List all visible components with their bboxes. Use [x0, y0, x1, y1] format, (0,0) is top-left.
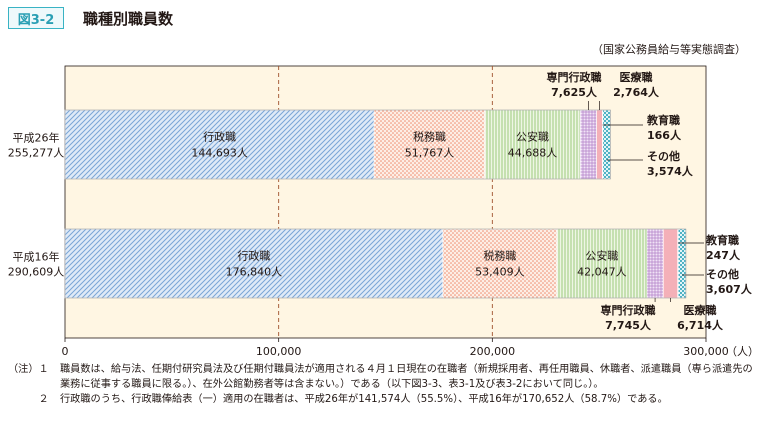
segment-name-1-0: 行政職	[237, 249, 270, 263]
segment-value-1-1: 53,409人	[475, 266, 525, 279]
bar-1-4	[663, 228, 678, 299]
bar-1-3	[646, 228, 664, 299]
bar-0-6	[602, 109, 611, 180]
figure-number-badge: 図3-2	[8, 7, 64, 29]
callout-value-1-6: 3,607人	[706, 282, 753, 296]
segment-name-0-0: 行政職	[203, 130, 236, 144]
x-tick-label-300000: 300,000	[683, 345, 729, 358]
segment-name-1-2: 公安職	[585, 249, 618, 263]
callout-name-1-6: その他	[706, 267, 739, 281]
category-label-1: 平成16年	[13, 250, 60, 264]
x-axis: 0 100,000 200,000 300,000（人）	[62, 338, 759, 358]
callout-name-0-5: 教育職	[646, 113, 680, 127]
segment-name-0-2: 公安職	[516, 130, 549, 144]
bar-1-0	[64, 228, 444, 299]
bar-1-6	[677, 228, 687, 299]
bar-0-2	[484, 109, 581, 180]
segment-name-0-1: 税務職	[413, 130, 446, 144]
category-total-0: 255,277人	[8, 147, 65, 160]
footnotes: （注）１ 職員数は、給与法、任期付研究員法及び任期付職員法が適用される４月１日現…	[8, 362, 753, 407]
segment-labels: 平成26年255,277人行政職144,693人税務職51,767人公安職44,…	[8, 130, 627, 279]
callout-value-0-5: 166人	[647, 128, 682, 142]
x-tick-label-200000: 200,000	[470, 345, 516, 358]
callout-name-1-4: 医療職	[684, 303, 717, 317]
footnote-2: ２ 行政職のうち、行政職俸給表（一）適用の在職者は、平成26年が141,574人…	[8, 392, 753, 407]
bar-1-1	[442, 228, 558, 299]
x-axis-unit: （人）	[726, 345, 759, 358]
footnote-2-text: 行政職のうち、行政職俸給表（一）適用の在職者は、平成26年が141,574人（5…	[60, 394, 668, 405]
category-label-0: 平成26年	[13, 131, 60, 145]
segment-value-0-2: 44,688人	[508, 147, 558, 160]
segment-value-1-0: 176,840人	[226, 266, 283, 279]
bar-outline-0	[64, 109, 611, 180]
callout-value-0-6: 3,574人	[647, 164, 694, 178]
chart-title: 職種別職員数	[83, 10, 174, 28]
callout-value-1-4: 6,714人	[677, 318, 724, 332]
callout-value-1-5: 247人	[706, 248, 741, 262]
callout-name-1-5: 教育職	[705, 233, 739, 247]
bar-0-1	[373, 109, 486, 180]
callout-name-0-6: その他	[647, 149, 680, 163]
segment-name-1-1: 税務職	[483, 249, 516, 263]
callout-value-1-3: 7,745人	[605, 318, 652, 332]
bars	[64, 109, 687, 299]
callout-name-0-3: 専門行政職	[547, 70, 602, 84]
footnote-1-text: 職員数は、給与法、任期付研究員法及び任期付職員法が適用される４月１日現在の在職者…	[60, 364, 753, 390]
footnote-1-lead: （注）１	[8, 364, 49, 375]
callout-value-0-3: 7,625人	[551, 85, 598, 99]
source-note: （国家公務員給与等実態調査）	[592, 43, 746, 56]
x-tick-label-0: 0	[62, 345, 69, 358]
segment-value-0-1: 51,767人	[405, 147, 455, 160]
footnote-2-lead: ２	[8, 394, 49, 405]
bar-0-0	[64, 109, 375, 180]
category-total-1: 290,609人	[8, 266, 65, 279]
callout-value-0-4: 2,764人	[613, 85, 660, 99]
x-tick-label-100000: 100,000	[256, 345, 302, 358]
segment-value-1-2: 42,047人	[577, 266, 627, 279]
footnote-1: （注）１ 職員数は、給与法、任期付研究員法及び任期付職員法が適用される４月１日現…	[8, 362, 753, 392]
callout-name-0-4: 医療職	[620, 70, 653, 84]
stacked-bar-chart: 平成26年255,277人行政職144,693人税務職51,767人公安職44,…	[8, 65, 759, 358]
bar-outline-1	[64, 228, 687, 299]
callout-labels: 専門行政職7,625人医療職2,764人教育職166人その他3,574人専門行政…	[547, 70, 753, 332]
segment-value-0-0: 144,693人	[191, 147, 248, 160]
bar-1-2	[556, 228, 648, 299]
bar-0-4	[596, 109, 603, 180]
bar-0-3	[579, 109, 597, 180]
callout-name-1-3: 専門行政職	[601, 303, 656, 317]
